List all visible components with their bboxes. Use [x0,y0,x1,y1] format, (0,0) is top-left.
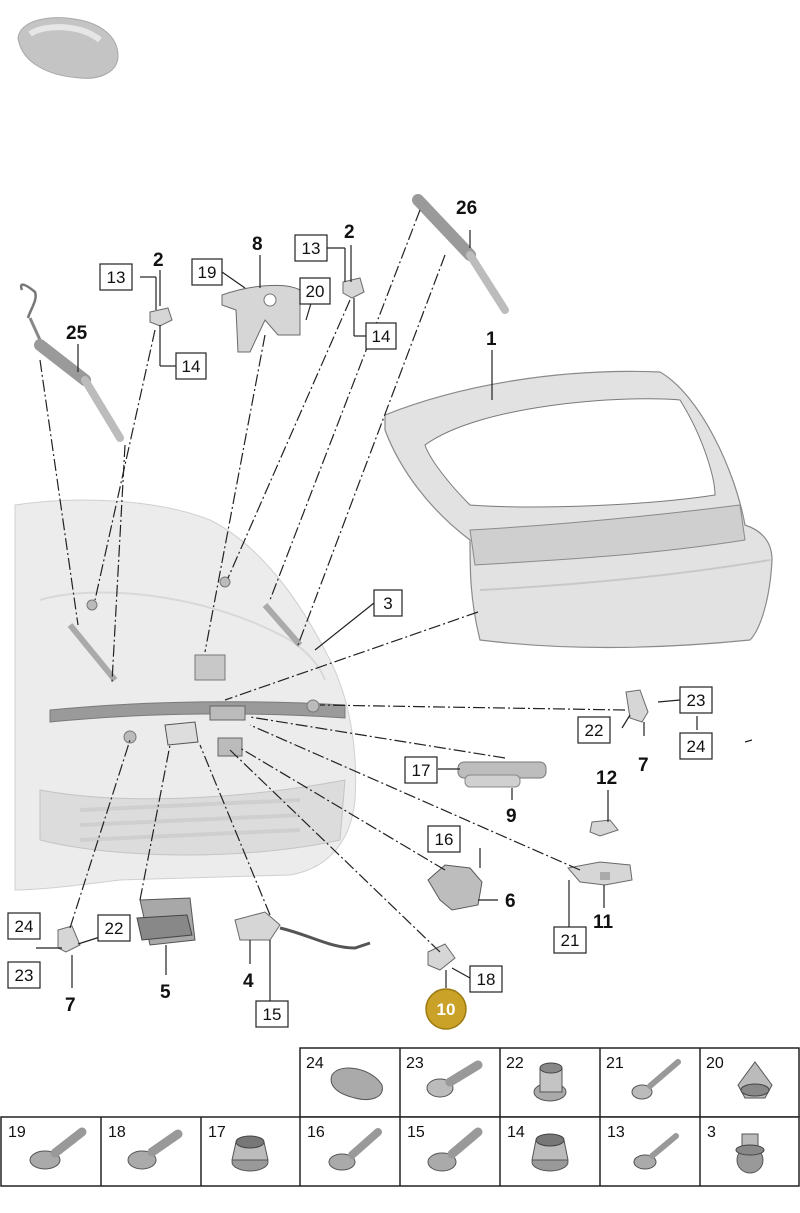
flange-nut-icon [531,1133,569,1172]
leader-lines [36,230,698,1003]
flange-nut-icon [231,1135,269,1172]
callout-9: 9 [506,806,517,827]
table-cell-label: 21 [606,1055,624,1072]
table-cell-label: 15 [407,1124,425,1141]
gas-strut-25 [19,283,124,442]
actuator-part-9 [457,761,547,788]
dash-dot-lines [39,209,753,953]
boxed-13-right: 13 [302,239,321,258]
cover-part-5 [136,897,196,946]
boxed-17: 17 [412,761,431,780]
hinge-part-2-left [149,307,173,327]
callout-2-left: 2 [153,250,164,271]
clip-part-12 [589,819,619,837]
table-cell-label: 18 [108,1124,126,1141]
bolt-icon [127,1129,183,1170]
boxed-18: 18 [477,970,496,989]
nut-insert-icon [533,1062,567,1102]
car-rear-body [14,499,357,891]
clip-nut-icon [737,1061,773,1099]
boxed-14-left: 14 [182,357,201,376]
switch-part-4 [234,911,371,950]
bolt-icon [427,1127,483,1172]
table-cell-label: 24 [306,1055,324,1072]
bracket-part-11 [567,861,633,886]
boxed-13-left: 13 [107,268,126,287]
boxed-24-left: 24 [15,917,34,936]
bolt-icon [29,1127,87,1170]
tailgate-part-1 [384,370,773,649]
hinge-part-2-right [342,277,365,299]
callout-12: 12 [596,768,617,789]
callout-26: 26 [456,198,477,219]
part-callouts: 26 2 2 8 25 1 12 7 9 6 11 5 4 7 [65,198,649,1016]
bracket-part-7-right [625,689,649,723]
boxed-14-right: 14 [372,327,391,346]
callout-7-right: 7 [638,755,649,776]
boxed-21: 21 [561,931,580,950]
callout-8: 8 [252,234,263,255]
boxed-callouts: 13 14 19 20 13 14 3 23 22 24 17 16 21 24… [7,234,713,1028]
grommet-icon [330,1067,383,1100]
boxed-19: 19 [198,263,217,282]
table-cell-label: 19 [8,1124,26,1141]
table-cell-label: 22 [506,1055,524,1072]
boxed-3: 3 [383,594,392,613]
lock-part-6 [427,864,483,911]
table-cell-label: 23 [406,1055,424,1072]
boxed-20: 20 [306,282,325,301]
callout-2-right: 2 [344,222,355,243]
gas-strut-26 [412,194,509,314]
bracket-part-8 [221,284,301,353]
striker-part-10 [427,943,456,971]
boxed-22-right: 22 [585,721,604,740]
callout-5: 5 [160,982,171,1003]
table-cell-label: 3 [707,1124,716,1141]
boxed-23-right: 23 [687,691,706,710]
bolt-icon [328,1128,382,1171]
vehicle-thumbnail-icon [17,17,119,79]
table-cell-label: 13 [607,1124,625,1141]
table-cell-label: 14 [507,1124,525,1141]
screw-icon [633,1133,679,1170]
callout-4: 4 [243,971,254,992]
callout-1: 1 [486,329,497,350]
callout-7-left: 7 [65,995,76,1016]
table-cell-label: 16 [307,1124,325,1141]
screw-icon [631,1059,681,1100]
callout-10: 10 [437,1000,456,1019]
boxed-23-left: 23 [15,966,34,985]
bracket-part-7-left [57,925,81,953]
callout-11: 11 [593,912,614,933]
boxed-24-right: 24 [687,737,706,756]
boxed-16: 16 [435,830,454,849]
fastener-table: 24 23 22 21 20 19 18 17 16 15 14 13 3 [0,1047,800,1187]
boxed-15: 15 [263,1005,282,1024]
housing-on-car [164,721,199,746]
table-cell-label: 20 [706,1055,724,1072]
callout-6: 6 [505,891,516,912]
ball-stud-icon [735,1133,765,1174]
bolt-icon [426,1060,483,1098]
callout-10-highlight: 10 [425,988,467,1030]
table-cell-label: 17 [208,1124,226,1141]
boxed-22-left: 22 [105,919,124,938]
callout-25: 25 [66,323,88,344]
